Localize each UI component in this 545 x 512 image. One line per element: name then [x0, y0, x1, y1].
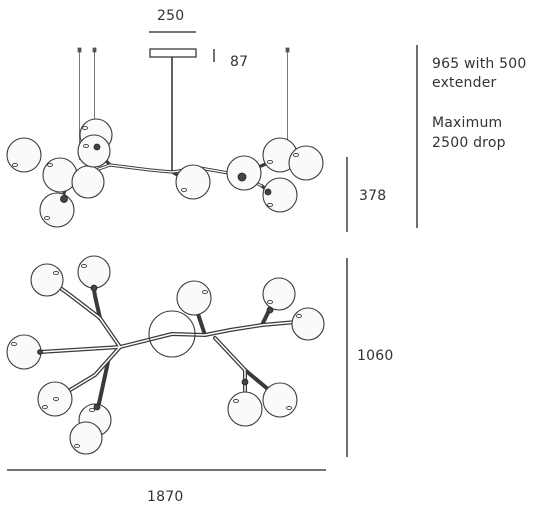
highlight: [267, 202, 273, 208]
suspension-wires: [77, 47, 290, 160]
globe: [77, 255, 111, 289]
socket: [237, 172, 247, 182]
globe: [71, 165, 105, 199]
globe: [262, 382, 298, 418]
highlight: [83, 143, 89, 149]
highlight: [293, 152, 299, 158]
socket: [264, 188, 272, 196]
highlight: [53, 396, 59, 402]
globe: [176, 280, 212, 316]
top-branch-lower-left-inner: [64, 346, 121, 394]
globe: [175, 164, 211, 200]
socket: [266, 306, 274, 314]
top-branch-right-down-inner: [214, 337, 246, 401]
highlight: [267, 299, 273, 305]
top-canopy: [148, 310, 196, 358]
side-view: [6, 47, 324, 228]
socket: [60, 195, 68, 203]
side-globe-highlights: [12, 125, 299, 221]
globe: [37, 381, 73, 417]
highlight: [53, 270, 59, 276]
top-branch-lower-left-2: [96, 360, 110, 410]
highlight: [81, 263, 87, 269]
drop-label-line1: 965 with 500: [432, 56, 527, 72]
highlight: [286, 405, 292, 411]
top-branch-lower-left: [63, 345, 122, 395]
highlight: [233, 398, 239, 404]
highlight: [181, 187, 187, 193]
top-globe-highlights: [11, 263, 302, 449]
canopy-height-label: 87: [230, 54, 249, 70]
overall-width-label: 1870: [147, 489, 184, 505]
canopy: [149, 48, 197, 58]
wire-clip-2: [92, 47, 97, 53]
globe: [227, 391, 263, 427]
globe: [262, 277, 296, 311]
socket: [37, 349, 43, 355]
drop-label-line2: extender: [432, 75, 497, 91]
globe: [288, 145, 324, 181]
globe: [39, 192, 75, 228]
highlight: [89, 407, 95, 413]
canopy-width-label: 250: [157, 8, 185, 24]
globe: [291, 307, 325, 341]
drop-label-line4: 2500 drop: [432, 135, 506, 151]
globe: [6, 334, 42, 370]
top-depth-label: 1060: [357, 348, 394, 364]
side-height-label: 378: [359, 188, 387, 204]
highlight: [47, 162, 53, 168]
side-sockets: [60, 143, 272, 203]
highlight: [267, 159, 273, 165]
top-view: [6, 255, 325, 455]
highlight: [44, 215, 50, 221]
highlight: [296, 313, 302, 319]
top-globes: [6, 255, 325, 455]
globe: [30, 263, 64, 297]
socket: [93, 403, 101, 411]
top-branch-right-down: [213, 336, 247, 402]
highlight: [82, 125, 88, 131]
top-sockets: [37, 284, 274, 411]
highlight: [202, 289, 208, 295]
drop-label-line3: Maximum: [432, 115, 503, 131]
globe: [226, 155, 262, 191]
globe: [42, 157, 78, 193]
globe: [69, 421, 103, 455]
socket: [90, 284, 98, 292]
side-globes: [6, 118, 324, 228]
top-branch-spine: [38, 320, 298, 354]
wire-clip-1: [77, 47, 82, 53]
highlight: [42, 404, 48, 410]
socket: [93, 143, 101, 151]
highlight: [74, 443, 80, 449]
top-branch-upper-left: [50, 280, 122, 349]
highlight: [11, 341, 17, 347]
globe: [6, 137, 42, 173]
top-branches-inner: [39, 281, 297, 401]
dimension-lines: [7, 31, 418, 471]
highlight: [12, 162, 18, 168]
socket: [241, 378, 249, 386]
globe: [77, 134, 111, 168]
wire-clip-3: [285, 47, 290, 53]
